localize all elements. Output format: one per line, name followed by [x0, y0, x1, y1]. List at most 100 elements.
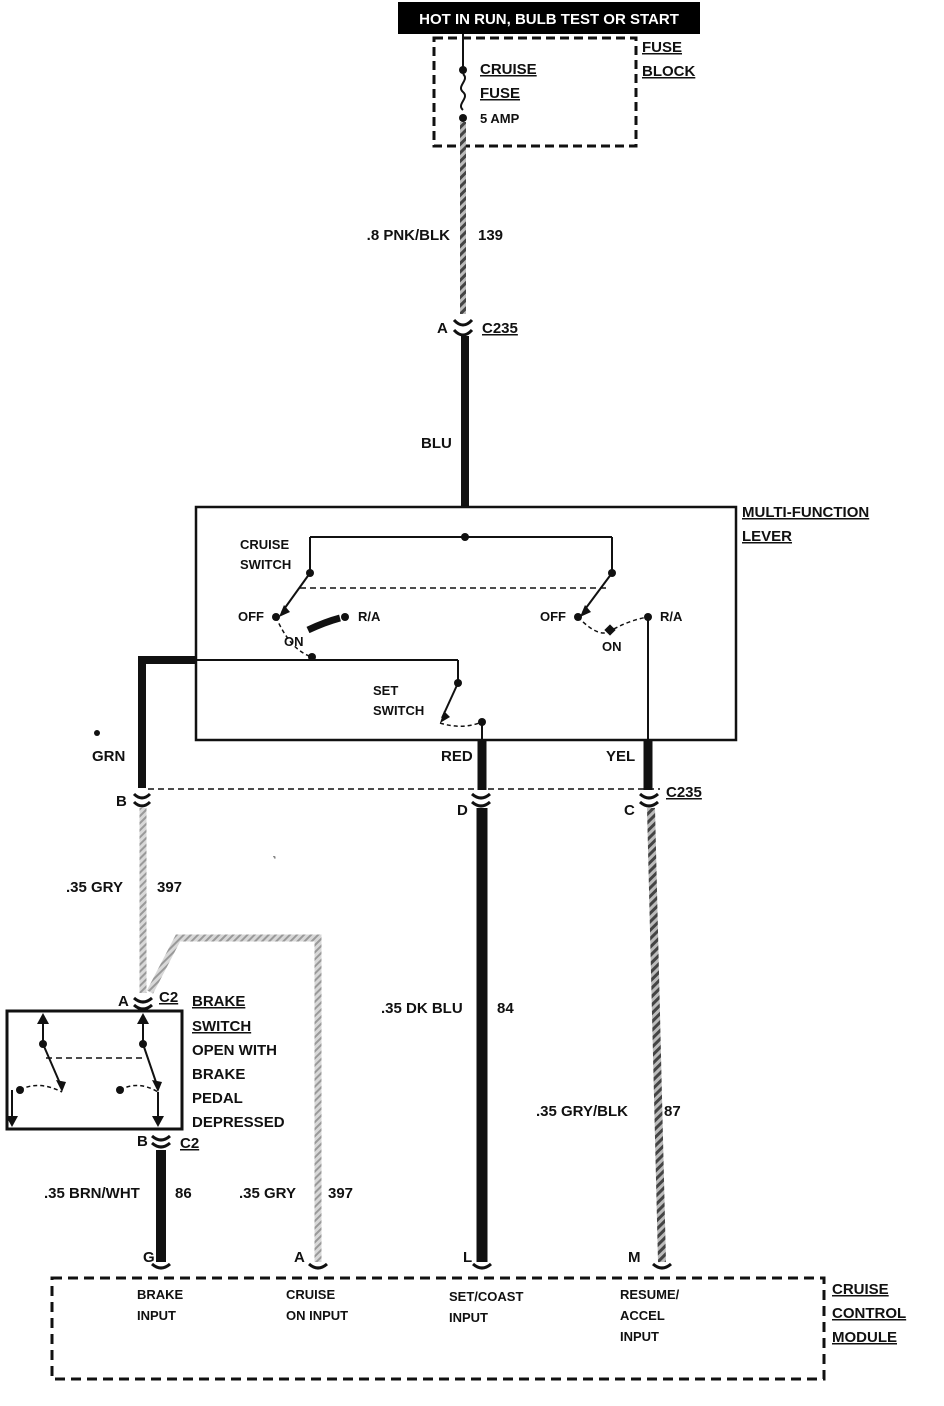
- fuse-element: [460, 73, 466, 111]
- brake-switch-label: BRAKE: [192, 993, 245, 1010]
- cruise-fuse-label-2: FUSE: [480, 85, 520, 102]
- c2-b-pin: B: [137, 1133, 148, 1150]
- c2-b-name: C2: [180, 1135, 199, 1152]
- left-off-label: OFF: [238, 609, 264, 624]
- fuse-block-label: FUSE: [642, 39, 682, 56]
- module-pin-l-connector: [472, 1262, 492, 1270]
- brake-switch-label-2: SWITCH: [192, 1018, 251, 1035]
- brake-sw-right-dashed: [119, 1084, 159, 1093]
- wire-87-color: .35 GRY/BLK: [536, 1103, 628, 1120]
- c235-a-pin: A: [437, 320, 448, 337]
- fuse-terminal-top: [459, 66, 467, 74]
- c2-b-connector: [151, 1134, 171, 1149]
- module-pin-g: G: [143, 1249, 155, 1266]
- wire-red-label: RED: [441, 748, 473, 765]
- right-switch-blade: [582, 572, 613, 613]
- wire-84-circuit: 84: [497, 1000, 514, 1017]
- brake-switch-label-6: DEPRESSED: [192, 1114, 285, 1131]
- brake-sw-right-blade-arrow: [152, 1080, 162, 1092]
- brake-sw-left-blade-arrow: [56, 1080, 66, 1092]
- set-switch-arrow: [440, 711, 450, 723]
- multifunction-lever-box: [194, 505, 738, 742]
- fuse-terminal-bottom: [459, 114, 467, 122]
- brake-sw-left-up-arrow: [37, 1013, 49, 1024]
- c235-d-connector: [471, 792, 491, 808]
- c235-a-name: C235: [482, 320, 518, 337]
- module-pin-m-label-2: ACCEL: [620, 1308, 665, 1323]
- c235-d-pin: D: [457, 802, 468, 819]
- left-on-label: ON: [284, 634, 304, 649]
- left-ra-arc: [306, 614, 341, 634]
- brake-switch-label-3: OPEN WITH: [192, 1042, 277, 1059]
- right-off-label: OFF: [540, 609, 566, 624]
- wire-397-branch: [146, 934, 322, 1262]
- right-on-contact: [604, 624, 616, 636]
- module-pin-l: L: [463, 1249, 472, 1266]
- power-banner: [398, 2, 700, 34]
- left-ra-contact: [341, 613, 349, 621]
- wire-397-upper-color: .35 GRY: [66, 879, 123, 896]
- right-switch-arrow: [580, 605, 591, 617]
- c235-c-connector: [639, 792, 659, 808]
- cruise-fuse-label: CRUISE: [480, 61, 537, 78]
- right-ra-label: R/A: [660, 609, 683, 624]
- wire-139-circuit: 139: [478, 227, 503, 244]
- module-pin-m-connector: [652, 1262, 672, 1270]
- wire-grn: [138, 656, 196, 788]
- module-pin-g-label: BRAKE: [137, 1287, 184, 1302]
- fuse-block-label-2: BLOCK: [642, 63, 695, 80]
- module-pin-a-connector: [308, 1262, 328, 1270]
- fuse-rating: 5 AMP: [480, 111, 520, 126]
- module-pin-g-connector: [151, 1262, 171, 1270]
- brake-sw-right-blade: [142, 1043, 159, 1089]
- module-pin-m: M: [628, 1249, 641, 1266]
- module-label-3: MODULE: [832, 1329, 897, 1346]
- wire-397-lower-circuit: 397: [328, 1185, 353, 1202]
- cruise-switch-label-2: SWITCH: [240, 557, 291, 572]
- c2-a-connector: [133, 996, 153, 1011]
- module-pin-a: A: [294, 1249, 305, 1266]
- module-pin-a-label-2: ON INPUT: [286, 1308, 348, 1323]
- wire-397-upper-circuit: 397: [157, 879, 182, 896]
- module-label-2: CONTROL: [832, 1305, 906, 1322]
- module-pin-m-label: RESUME/: [620, 1287, 680, 1302]
- wire-87: [647, 807, 666, 1263]
- brake-switch-label-5: PEDAL: [192, 1090, 243, 1107]
- module-pin-m-label-3: INPUT: [620, 1329, 659, 1344]
- stray-mark: ˺: [272, 854, 276, 869]
- wire-grn-label: GRN: [92, 748, 125, 765]
- left-switch-arrow: [279, 605, 290, 617]
- wire-blu-label: BLU: [421, 435, 452, 452]
- set-switch-dashed: [439, 721, 483, 727]
- set-switch-label: SET: [373, 683, 398, 698]
- wire-yel-label: YEL: [606, 748, 635, 765]
- left-ra-label: R/A: [358, 609, 381, 624]
- brake-sw-left-down-arrow: [6, 1116, 18, 1127]
- module-pin-l-label-2: INPUT: [449, 1310, 488, 1325]
- module-label: CRUISE: [832, 1281, 889, 1298]
- brake-sw-right-up-arrow: [137, 1013, 149, 1024]
- wire-397-lower-color: .35 GRY: [239, 1185, 296, 1202]
- stray-dot: [94, 730, 100, 736]
- wire-84-color: .35 DK BLU: [381, 1000, 463, 1017]
- c2-a-pin: A: [118, 993, 129, 1010]
- cruise-control-module: [50, 1276, 826, 1381]
- module-pin-a-label: CRUISE: [286, 1287, 335, 1302]
- wire-86-circuit: 86: [175, 1185, 192, 1202]
- power-banner-text: HOT IN RUN, BULB TEST OR START: [419, 11, 679, 28]
- left-switch-blade: [281, 572, 311, 613]
- fuse-block: [432, 36, 638, 148]
- right-switch-dashed: [577, 616, 649, 634]
- c235-b-pin: B: [116, 793, 127, 810]
- module-pin-g-label-2: INPUT: [137, 1308, 176, 1323]
- set-switch-label-2: SWITCH: [373, 703, 424, 718]
- c235-lower-name: C235: [666, 784, 702, 801]
- c235-b-connector: [132, 792, 152, 808]
- brake-switch-label-4: BRAKE: [192, 1066, 245, 1083]
- cruise-switch-label: CRUISE: [240, 537, 289, 552]
- brake-sw-left-dashed: [19, 1084, 63, 1093]
- brake-sw-right-down-arrow: [152, 1116, 164, 1127]
- multifunction-lever-label-2: LEVER: [742, 528, 792, 545]
- brake-switch-box: [5, 1009, 184, 1131]
